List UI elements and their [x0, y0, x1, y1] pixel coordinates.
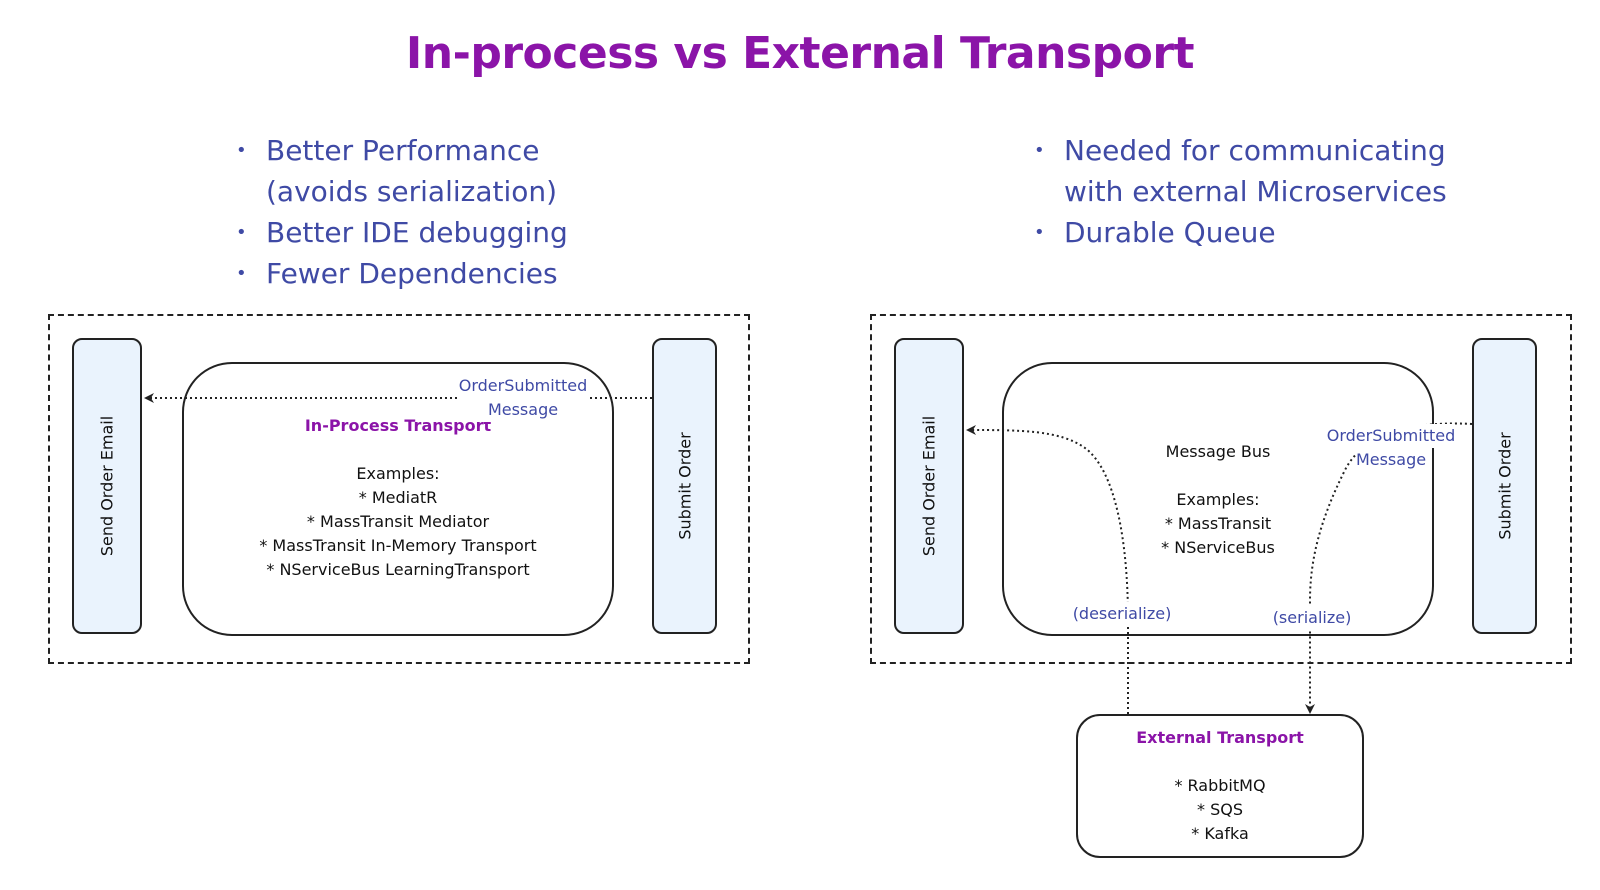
left-send-order-email-service[interactable]: Send Order Email	[72, 338, 142, 634]
bullet-item: Better IDE debugging	[236, 212, 656, 253]
examples-heading: Examples:	[356, 464, 440, 483]
example-item: * NServiceBus LearningTransport	[266, 560, 530, 579]
bullet-item-continuation: with external Microservices	[1064, 175, 1447, 208]
left-submit-order-service[interactable]: Submit Order	[652, 338, 717, 634]
external-transport-box[interactable]: External Transport * RabbitMQ * SQS * Ka…	[1076, 714, 1364, 858]
message-label-line: OrderSubmitted	[1326, 424, 1456, 448]
example-item: * MassTransit Mediator	[306, 512, 490, 531]
in-process-boundary	[48, 314, 750, 664]
right-submit-order-service[interactable]: Submit Order	[1472, 338, 1537, 634]
deserialize-arrow	[966, 425, 1129, 714]
right-benefits-list: Needed for communicating with external M…	[1034, 130, 1504, 253]
page-title: In-process vs External Transport	[405, 28, 1195, 79]
bullet-item: Needed for communicating	[1034, 130, 1504, 171]
bullet-item: Fewer Dependencies	[236, 253, 656, 294]
example-item: * MassTransit	[1164, 514, 1272, 533]
right-send-order-email-service[interactable]: Send Order Email	[894, 338, 964, 634]
message-bus-box[interactable]: Message Bus Examples: * MassTransit * NS…	[1002, 362, 1434, 636]
bullet-item: Better Performance	[236, 130, 656, 171]
transport-title: In-Process Transport	[304, 416, 492, 435]
left-message-label: OrderSubmitted Message	[458, 374, 588, 422]
example-item: * NServiceBus	[1161, 538, 1275, 557]
right-message-label: OrderSubmitted Message	[1326, 424, 1456, 472]
serialize-label: (serialize)	[1272, 606, 1352, 630]
external-item: * SQS	[1197, 800, 1243, 819]
bullet-item: Durable Queue	[1034, 212, 1504, 253]
left-benefits-list: Better Performance (avoids serialization…	[236, 130, 656, 294]
application-boundary	[870, 314, 1572, 664]
example-item: * MediatR	[358, 488, 438, 507]
external-transport-title: External Transport	[1136, 728, 1304, 747]
message-label-line: Message	[487, 400, 559, 419]
examples-heading: Examples:	[1176, 490, 1260, 509]
in-process-transport-box[interactable]: In-Process Transport Examples: * MediatR…	[182, 362, 614, 636]
external-item: * Kafka	[1191, 824, 1249, 843]
example-item: * MassTransit In-Memory Transport	[259, 536, 537, 555]
bullet-item-continuation: (avoids serialization)	[266, 175, 558, 208]
bus-title: Message Bus	[1165, 442, 1271, 461]
external-item: * RabbitMQ	[1174, 776, 1266, 795]
message-label-line: Message	[1355, 448, 1427, 472]
deserialize-label: (deserialize)	[1072, 602, 1172, 626]
message-label-line: OrderSubmitted	[458, 376, 588, 395]
